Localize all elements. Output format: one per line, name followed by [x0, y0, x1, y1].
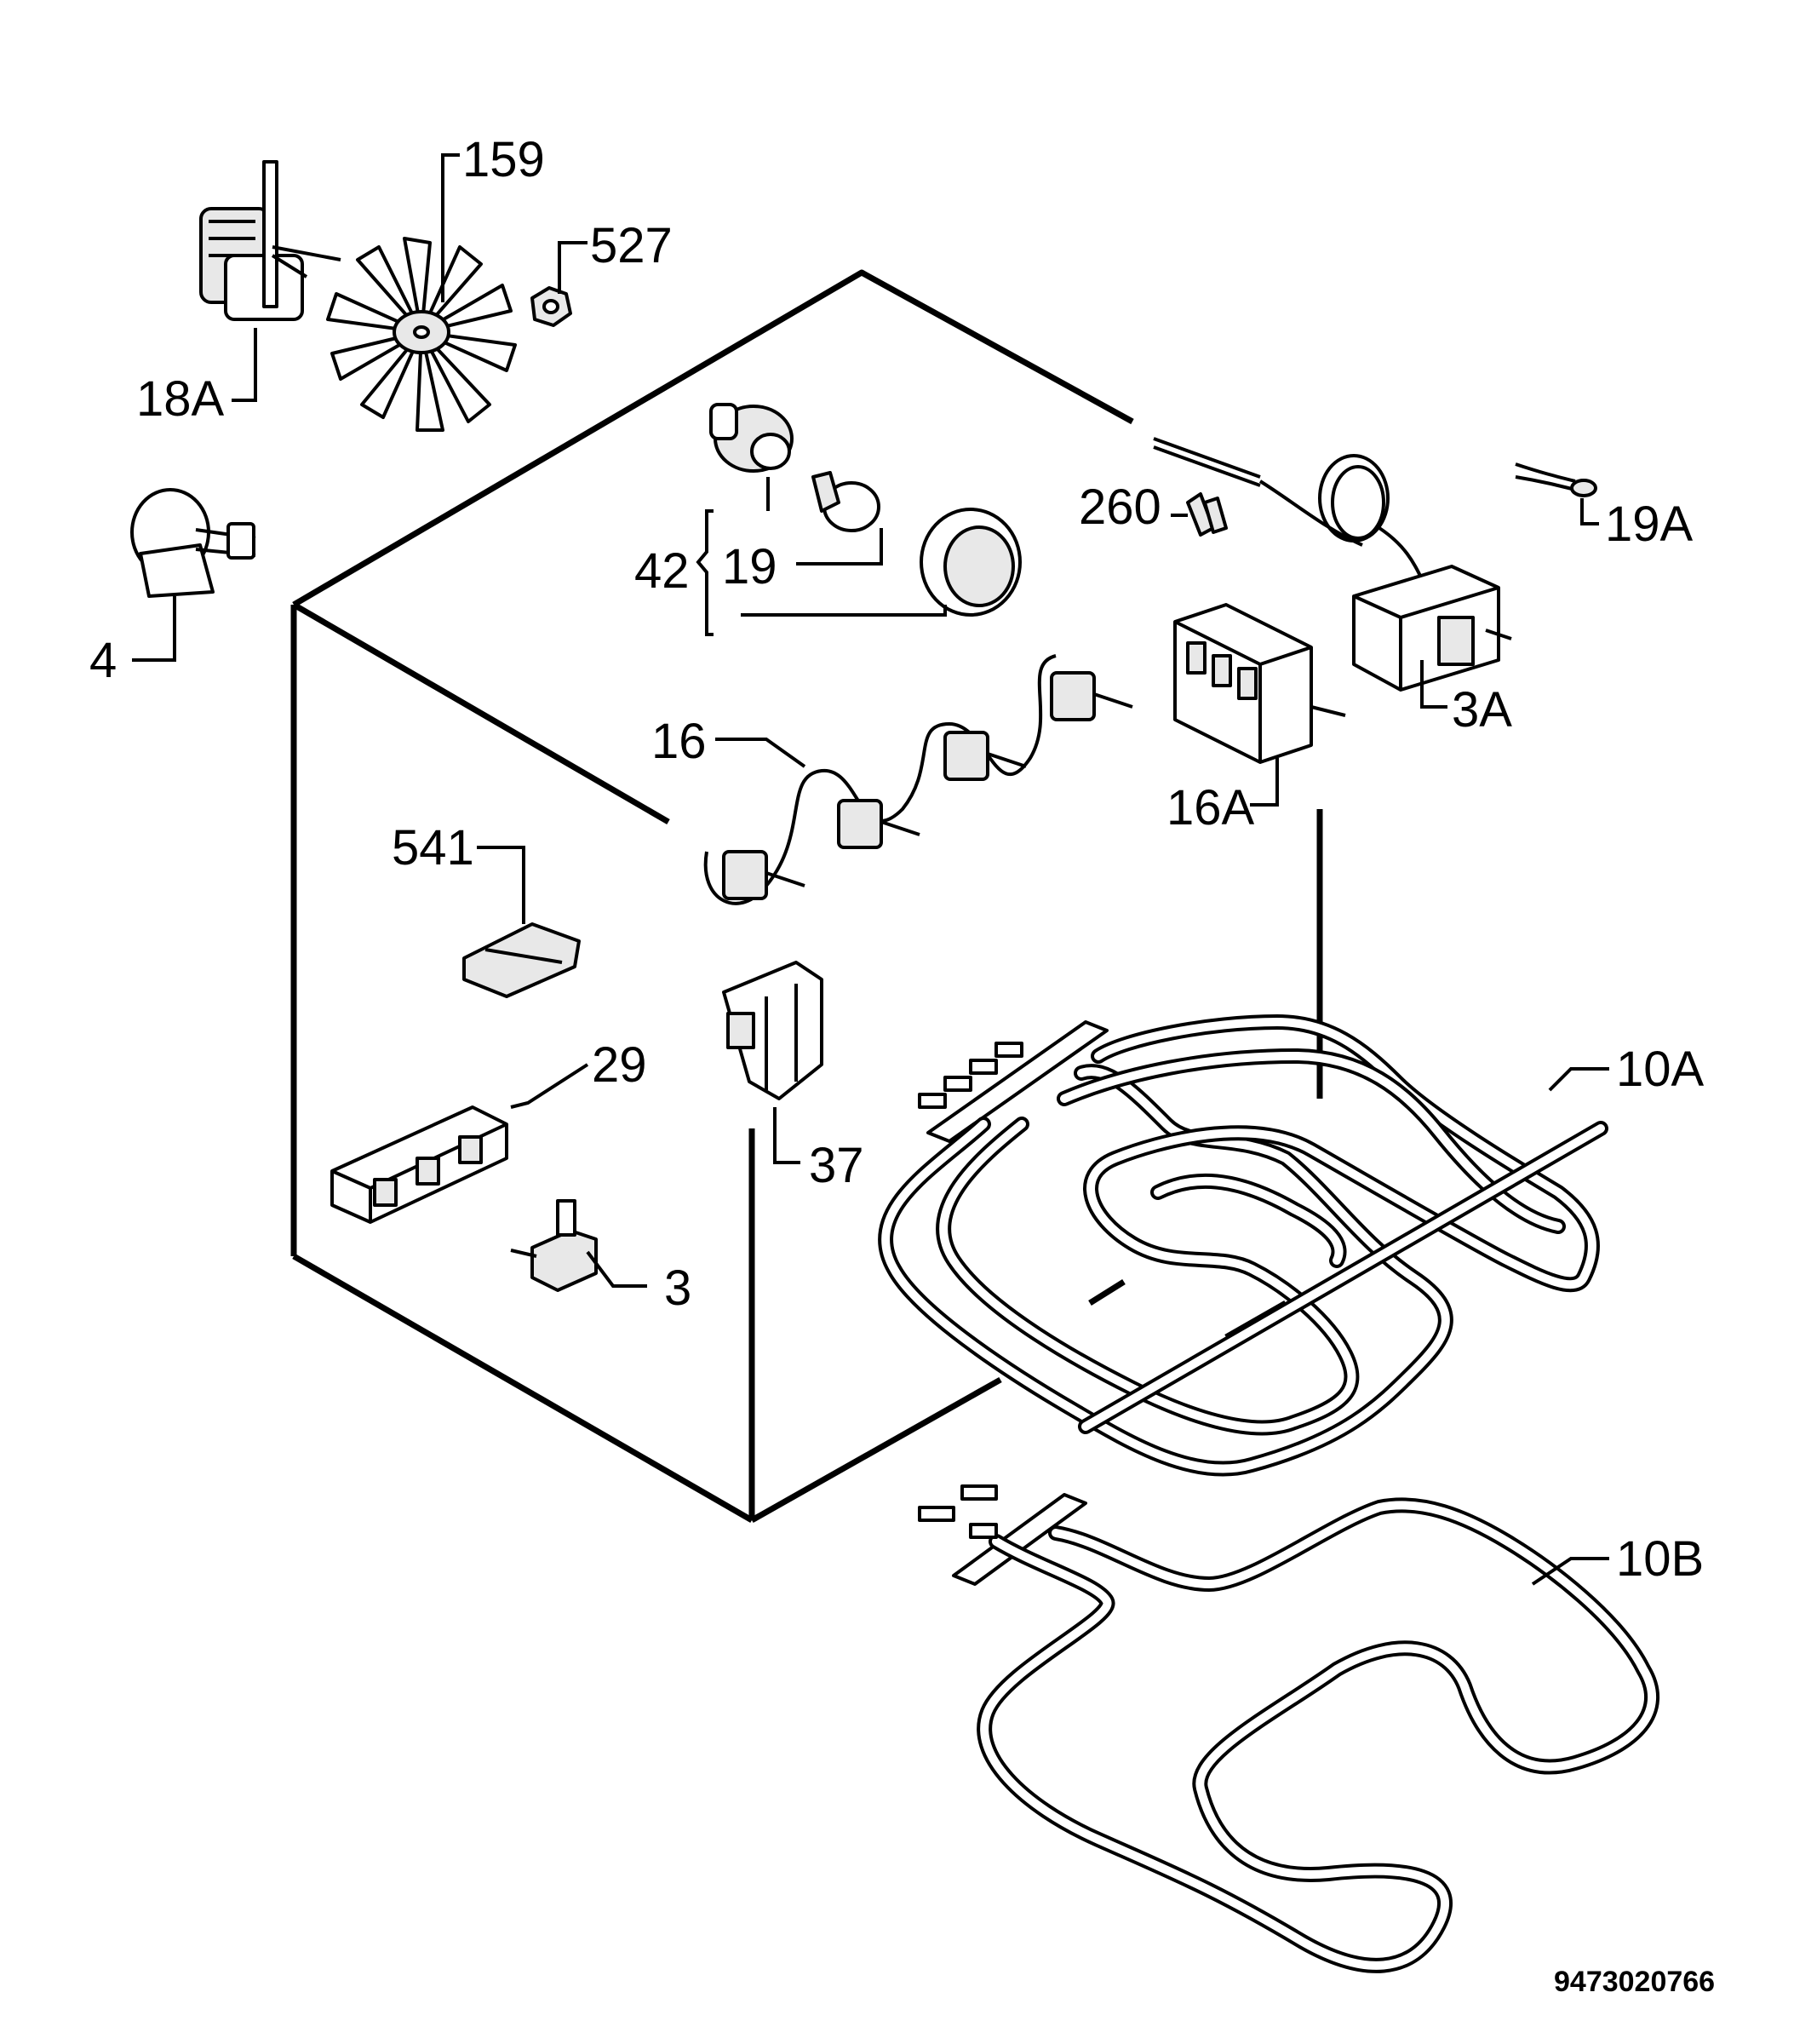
lamp-holder-part	[709, 403, 794, 473]
door-switch-part	[722, 961, 823, 1100]
label-42: 42	[634, 543, 690, 599]
wired-switches-part	[703, 654, 1133, 905]
bottom-heating-element-part	[918, 1484, 1660, 1973]
grill-heating-element-part	[878, 1014, 1608, 1477]
label-16: 16	[651, 714, 707, 769]
callout-labels: 18A 159 527 4 42 19 260 19A 3A 16 16A 54…	[89, 132, 1715, 1998]
leader-lines	[132, 153, 1609, 1586]
label-3: 3	[664, 1260, 691, 1316]
thermostat-capillary-part	[1153, 437, 1424, 580]
connector-block-part	[462, 922, 581, 998]
sensor-probe-part	[1515, 462, 1597, 497]
label-10b: 10B	[1616, 1531, 1704, 1587]
label-16a: 16A	[1166, 780, 1255, 835]
spit-motor-part	[130, 488, 256, 598]
label-541: 541	[392, 820, 474, 876]
label-159: 159	[462, 132, 545, 187]
terminal-block-part	[330, 1105, 508, 1224]
fan-motor-part	[199, 160, 341, 321]
document-number: 9473020766	[1554, 1966, 1715, 1998]
selector-switch-part	[1173, 603, 1346, 764]
label-3a: 3A	[1452, 682, 1512, 738]
clip-part	[1186, 492, 1228, 537]
label-29: 29	[592, 1037, 647, 1093]
label-19: 19	[722, 539, 777, 594]
lamp-bulb-part	[811, 471, 880, 532]
label-527: 527	[590, 218, 673, 273]
label-19a: 19A	[1605, 497, 1694, 552]
thermostat-part	[1352, 565, 1512, 692]
label-10a: 10A	[1616, 1042, 1705, 1097]
label-4: 4	[89, 633, 117, 688]
label-37: 37	[809, 1138, 864, 1193]
thermal-cutout-part	[510, 1199, 598, 1292]
label-260: 260	[1079, 479, 1161, 535]
oven-cavity-outline	[290, 269, 1323, 1524]
lamp-cover-part	[920, 508, 1022, 617]
fan-blade-part	[326, 237, 517, 432]
fan-nut-part	[530, 286, 572, 327]
label-18a: 18A	[136, 371, 225, 427]
